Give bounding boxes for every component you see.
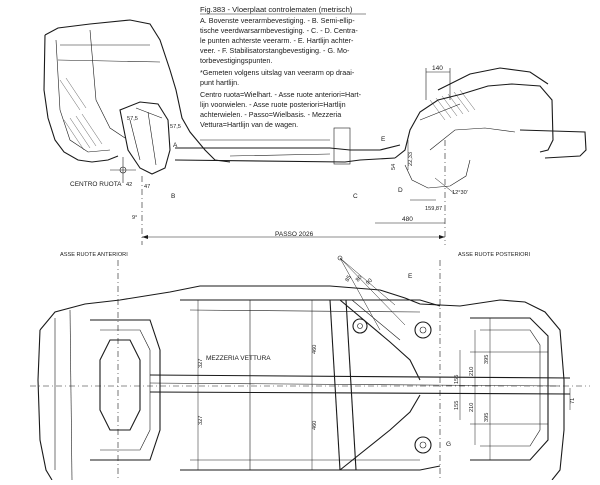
dim-57-5-right: 57,5	[170, 124, 181, 130]
dim-480: 480	[402, 216, 413, 223]
top-view: ASSE RUOTE ANTERIORI ASSE RUOTE POSTERIO…	[30, 252, 590, 481]
front-body-outline	[44, 19, 231, 163]
dim-42: 42	[126, 182, 132, 188]
figure-caption: Fig.383 - Vloerplaat controlematen (metr…	[200, 5, 366, 129]
dim-155-upper: 155	[454, 375, 460, 384]
label-point-b: B	[171, 193, 175, 200]
dim-155-lower: 155	[454, 401, 460, 410]
label-asse-posteriori: ASSE RUOTE POSTERIORI	[458, 252, 531, 258]
label-centro-ruota: CENTRO RUOTA	[70, 181, 122, 188]
label-mezzeria: MEZZERIA VETTURA	[206, 355, 271, 362]
caption-line: tische veerdwarsarmbevestiging. - C. - D…	[200, 26, 358, 35]
caption-line: achterwielen. - Passo=Wielbasis. - Mezze…	[200, 110, 341, 119]
front-strut-tower	[119, 101, 171, 175]
floorpan-outline	[39, 285, 565, 481]
dim-57-5-left: 57,5	[127, 116, 138, 122]
caption-line: le punten achterste veerarm. - E. Hartli…	[200, 36, 354, 45]
caption-line: veer. - F. Stabilisatorstangbevestiging.…	[200, 46, 350, 55]
dim-54: 54	[391, 164, 397, 170]
dim-159-87: 159,87	[425, 206, 442, 212]
rear-spring-mount-left	[414, 321, 432, 339]
caption-line: torbevestigingspunten.	[200, 56, 272, 65]
floor-crossmember	[333, 127, 351, 165]
engine-mount-point	[352, 318, 368, 334]
front-subframe	[90, 319, 161, 461]
caption-line: A. Bovenste veerarmbevestiging. - B. Sem…	[200, 16, 355, 25]
dim-9-deg: 9°	[132, 215, 137, 221]
caption-line: Centro ruota=Wielhart. - Asse ruote ante…	[200, 90, 362, 99]
label-point-g: G	[446, 441, 451, 448]
dim-210-lower: 210	[469, 403, 475, 412]
dim-327-upper: 327	[198, 359, 204, 368]
dim-460-lower: 460	[312, 421, 318, 430]
dim-460-upper: 460	[312, 345, 318, 354]
rear-spring-mount-right	[414, 436, 432, 454]
dim-90: 90	[365, 278, 374, 287]
caption-line: Vettura=Hartlijn van de wagen.	[200, 120, 298, 129]
label-passo: PASSO 2026	[275, 231, 314, 238]
dim-80: 80	[355, 275, 364, 284]
dim-395-upper: 395	[484, 355, 490, 364]
front-body-lower	[43, 34, 119, 163]
dim-22-33: 22,33	[408, 152, 414, 166]
left-sill	[180, 299, 441, 307]
label-point-a: A	[173, 142, 178, 149]
dim-327-lower: 327	[198, 416, 204, 425]
caption-title: Fig.383 - Vloerplaat controlematen (metr…	[200, 5, 353, 14]
rear-body-outline	[394, 83, 554, 159]
dim-140: 140	[432, 65, 443, 72]
side-view: CENTRO RUOTA PASSO 2026 A B C D E 140 48…	[43, 19, 587, 245]
caption-line: lijn voorwielen. - Asse ruote posteriori…	[200, 100, 346, 109]
label-point-e: E	[381, 136, 386, 143]
floor-sill	[175, 144, 401, 151]
dim-395-lower: 395	[484, 413, 490, 422]
dim-210-upper: 210	[469, 367, 475, 376]
dim-71: 71	[570, 398, 576, 404]
label-point-e-top: E	[408, 273, 413, 280]
label-point-d: D	[398, 187, 403, 194]
dim-47: 47	[144, 184, 150, 190]
dim-12-30: 12°30'	[452, 190, 468, 196]
dim-85: 85	[345, 275, 353, 283]
label-point-c: C	[353, 193, 358, 200]
caption-line: punt hartlijn.	[200, 78, 239, 87]
label-asse-anteriori: ASSE RUOTE ANTERIORI	[60, 252, 128, 258]
caption-line: *Gemeten volgens uitslag van veerarm op …	[200, 68, 355, 77]
